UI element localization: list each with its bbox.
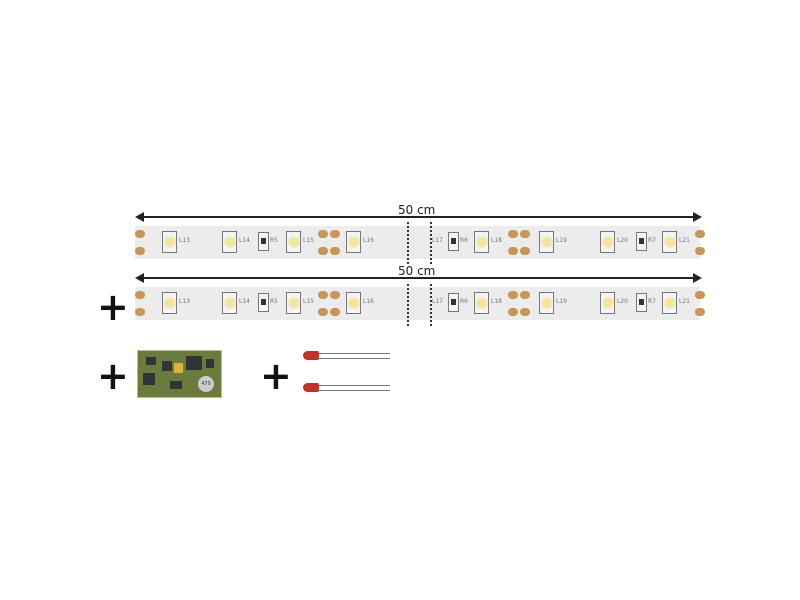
solder-pad: [135, 308, 145, 316]
resistor: [636, 293, 647, 312]
smd-led: [474, 231, 489, 253]
inductor-marking: 470: [198, 376, 214, 392]
solder-pad: [330, 291, 340, 299]
smd-led: [539, 231, 554, 253]
solder-pad: [508, 291, 518, 299]
solder-pad: [508, 230, 518, 238]
component-label: L16: [363, 237, 374, 244]
component-label: L20: [617, 298, 628, 305]
solder-pad: [695, 308, 705, 316]
component-label: L21: [679, 298, 690, 305]
smd-led: [346, 292, 361, 314]
red-led: [303, 383, 319, 392]
smd-led: [600, 292, 615, 314]
component-label: L17: [432, 237, 443, 244]
resistor: [258, 293, 269, 312]
length-label-2: 50 cm: [398, 264, 436, 278]
component-label: R6: [460, 237, 468, 244]
smd-led: [600, 231, 615, 253]
length-arrow-1: [135, 212, 702, 222]
solder-pad: [508, 308, 518, 316]
resistor: [636, 232, 647, 251]
component-label: L18: [491, 298, 502, 305]
solder-pad: [318, 308, 328, 316]
smd-led: [222, 231, 237, 253]
component-label: R5: [270, 237, 278, 244]
smd-led: [474, 292, 489, 314]
solder-pad: [520, 230, 530, 238]
smd-led: [162, 231, 177, 253]
solder-pad: [695, 291, 705, 299]
smd-led: [222, 292, 237, 314]
cut-line: [407, 284, 409, 326]
led-strip-2: L13 L14 R5 L15 L16 L17 R6 L18 L19 L20 R7 L21: [135, 287, 705, 320]
component-label: R7: [648, 298, 656, 305]
component-label: L13: [179, 237, 190, 244]
cut-line: [430, 222, 432, 264]
plus-sign: +: [97, 285, 129, 329]
solder-pad: [135, 230, 145, 238]
smd-led: [662, 231, 677, 253]
cut-line: [430, 284, 432, 326]
resistor: [258, 232, 269, 251]
solder-pad: [695, 247, 705, 255]
component-label: L15: [303, 298, 314, 305]
length-arrow-2: [135, 273, 702, 283]
led-wire: [318, 358, 390, 359]
component-label: L21: [679, 237, 690, 244]
smd-led: [286, 292, 301, 314]
led-strip-1: L13 L14 R5 L15 L16 L17 R6 L18 L19 L20 R7 L21: [135, 226, 705, 259]
led-wire: [318, 385, 390, 386]
solder-pad: [318, 247, 328, 255]
component-label: R5: [270, 298, 278, 305]
component-label: L13: [179, 298, 190, 305]
led-wire: [318, 353, 390, 354]
solder-pad: [330, 247, 340, 255]
component-label: L20: [617, 237, 628, 244]
smd-led: [539, 292, 554, 314]
solder-pad: [330, 230, 340, 238]
solder-pad: [318, 230, 328, 238]
solder-pad: [135, 291, 145, 299]
cut-line: [407, 222, 409, 264]
component-label: L18: [491, 237, 502, 244]
solder-pad: [695, 230, 705, 238]
component-label: L14: [239, 298, 250, 305]
smd-led: [286, 231, 301, 253]
smd-led: [346, 231, 361, 253]
smd-led: [162, 292, 177, 314]
component-label: L17: [432, 298, 443, 305]
solder-pad: [520, 247, 530, 255]
component-label: L19: [556, 237, 567, 244]
component-label: L14: [239, 237, 250, 244]
led-wire: [318, 390, 390, 391]
solder-pad: [318, 291, 328, 299]
component-label: R6: [460, 298, 468, 305]
component-label: L19: [556, 298, 567, 305]
solder-pad: [508, 247, 518, 255]
red-led: [303, 351, 319, 360]
smd-led: [662, 292, 677, 314]
solder-pad: [330, 308, 340, 316]
plus-sign: +: [260, 354, 292, 398]
component-label: R7: [648, 237, 656, 244]
solder-pad: [520, 291, 530, 299]
component-label: L16: [363, 298, 374, 305]
solder-pad: [135, 247, 145, 255]
length-label-1: 50 cm: [398, 203, 436, 217]
plus-sign: +: [97, 354, 129, 398]
solder-pad: [520, 308, 530, 316]
resistor: [448, 232, 459, 251]
component-label: L15: [303, 237, 314, 244]
resistor: [448, 293, 459, 312]
driver-module: 470: [137, 350, 222, 398]
